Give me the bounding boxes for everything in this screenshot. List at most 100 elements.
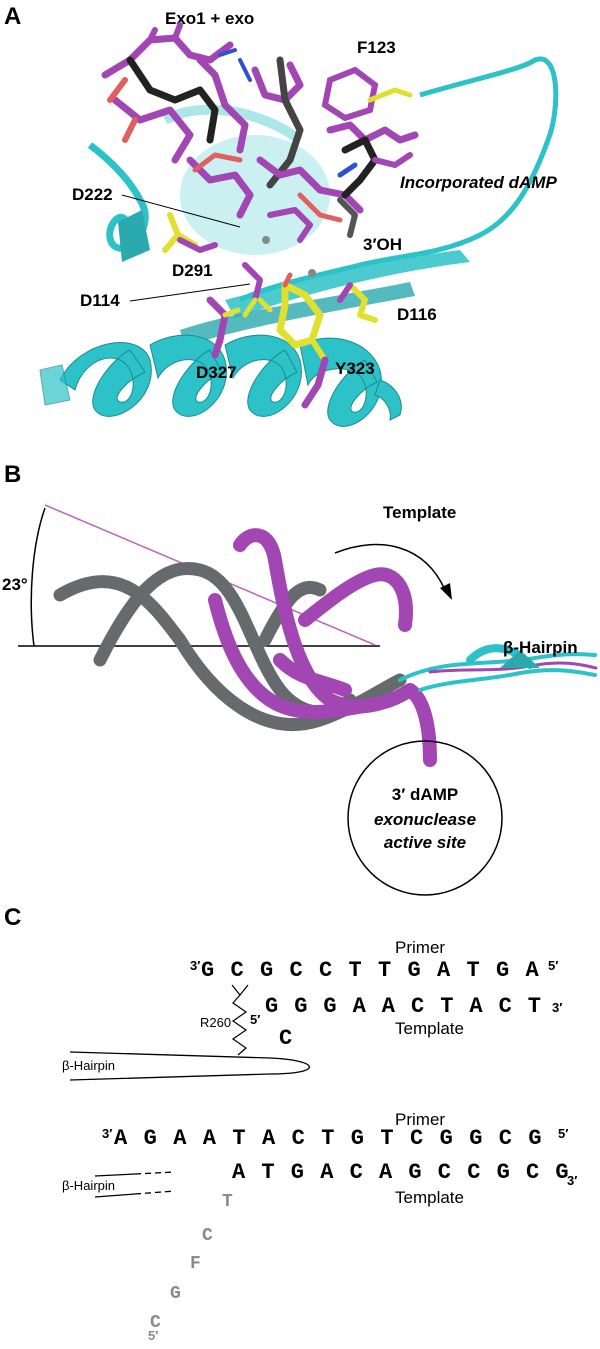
angle-arc <box>30 507 46 647</box>
bottom-template-base: C <box>350 1160 363 1185</box>
unpaired-base: C <box>150 1313 161 1333</box>
label-d327: D327 <box>196 363 237 382</box>
bottom-template-base: C <box>467 1160 480 1185</box>
magenta-strand <box>208 528 437 767</box>
d222-leader <box>121 194 241 228</box>
top-hairpin-label: β-Hairpin <box>62 1058 115 1073</box>
metal-ion-2 <box>308 269 316 277</box>
top-primer-base: T <box>349 958 362 983</box>
bottom-primer-base: C <box>292 1126 305 1151</box>
top-primer-base: G <box>201 958 214 983</box>
bottom-hairpin-label: β-Hairpin <box>62 1178 115 1193</box>
bottom-template-base: T <box>261 1160 274 1185</box>
label-d222: D222 <box>72 185 113 204</box>
d114-leader <box>129 283 251 302</box>
alpha-helix <box>39 334 402 427</box>
top-hairpin-loop <box>69 1051 310 1081</box>
panel-b: B Template 23° β-Hair <box>2 461 598 896</box>
top-primer-base: G <box>408 958 421 983</box>
top-template-5prime: 5′ <box>250 1012 260 1027</box>
top-template-base: T <box>440 994 453 1019</box>
top-primer-base: C <box>290 958 303 983</box>
top-primer-base: G <box>260 958 273 983</box>
circle-line1: exonuclease <box>374 810 476 829</box>
bottom-template-label: Template <box>395 1188 464 1207</box>
bottom-primer-base: T <box>321 1126 334 1151</box>
bottom-primer-base: G <box>144 1126 157 1151</box>
top-primer-3prime: 3′ <box>190 958 200 973</box>
top-template-base: G <box>265 994 278 1019</box>
panel-b-letter: B <box>4 461 21 488</box>
translucent-sheet <box>180 135 330 255</box>
protein-loop <box>238 56 559 303</box>
bottom-template-base: A <box>379 1160 393 1185</box>
bottom-primer-3prime: 3′ <box>102 1126 112 1141</box>
top-primer-base: C <box>231 958 244 983</box>
top-primer-base: G <box>496 958 509 983</box>
bottom-primer-base: G <box>469 1126 482 1151</box>
dna-sticks <box>101 22 419 243</box>
label-d114: D114 <box>80 291 120 310</box>
top-primer-base: A <box>526 958 540 983</box>
bottom-primer-base: G <box>528 1126 541 1151</box>
panel-a-letter: A <box>4 3 21 30</box>
ribbon-sheet <box>118 210 150 262</box>
top-template-base: C <box>411 994 424 1019</box>
r260-sidechain <box>231 984 249 1056</box>
top-template-base: T <box>528 994 541 1019</box>
bottom-primer-base: A <box>114 1126 128 1151</box>
bottom-template-base: G <box>497 1160 510 1185</box>
top-template-base: A <box>353 994 367 1019</box>
bottom-template-base: G <box>291 1160 304 1185</box>
label-y323: Y323 <box>335 359 375 378</box>
bottom-primer-base: G <box>351 1126 364 1151</box>
rotation-arrowhead <box>440 583 452 600</box>
bottom-primer-label: Primer <box>395 1110 445 1129</box>
bottom-template-base: A <box>232 1160 246 1185</box>
bottom-primer-base: A <box>173 1126 187 1151</box>
top-primer-label: Primer <box>395 938 445 957</box>
top-flipped-base: C <box>279 1026 292 1051</box>
unpaired-base: T <box>222 1192 233 1212</box>
top-template-base: C <box>499 994 512 1019</box>
metal-ion <box>262 236 270 244</box>
unpaired-base: C <box>202 1226 213 1246</box>
unpaired-5prime: 5′ <box>148 1328 158 1343</box>
top-primer-base: C <box>319 958 332 983</box>
top-primer-base: T <box>378 958 391 983</box>
top-template-base: G <box>294 994 307 1019</box>
label-d116: D116 <box>397 305 437 324</box>
bottom-template-base: C <box>438 1160 451 1185</box>
label-angle: 23° <box>2 575 28 594</box>
label-incorporated: Incorporated dAMP <box>400 173 557 192</box>
top-template-base: A <box>469 994 483 1019</box>
label-3oh: 3′OH <box>363 235 402 254</box>
circle-line2: active site <box>384 833 466 852</box>
beta-strand-2 <box>180 282 415 346</box>
bottom-template-base: G <box>408 1160 421 1185</box>
bottom-template-base: C <box>526 1160 539 1185</box>
bottom-hairpin-lines <box>94 1171 176 1198</box>
active-site-circle <box>347 740 503 896</box>
top-template-base: A <box>382 994 396 1019</box>
label-r260: R260 <box>200 1015 231 1030</box>
bottom-primer-base: G <box>440 1126 453 1151</box>
label-beta-hairpin: β-Hairpin <box>503 638 578 657</box>
bottom-primer-base: A <box>262 1126 276 1151</box>
bottom-primer-base: A <box>203 1126 217 1151</box>
rotation-arrow <box>334 543 446 591</box>
top-template-base: G <box>323 994 336 1019</box>
bottom-primer-base: T <box>380 1126 393 1151</box>
panel-c-letter: C <box>4 904 21 931</box>
top-template-label: Template <box>395 1019 464 1038</box>
label-d291: D291 <box>172 261 213 280</box>
bottom-template-3prime: 3′ <box>567 1173 577 1188</box>
beta-hairpin-ribbons <box>398 644 598 692</box>
